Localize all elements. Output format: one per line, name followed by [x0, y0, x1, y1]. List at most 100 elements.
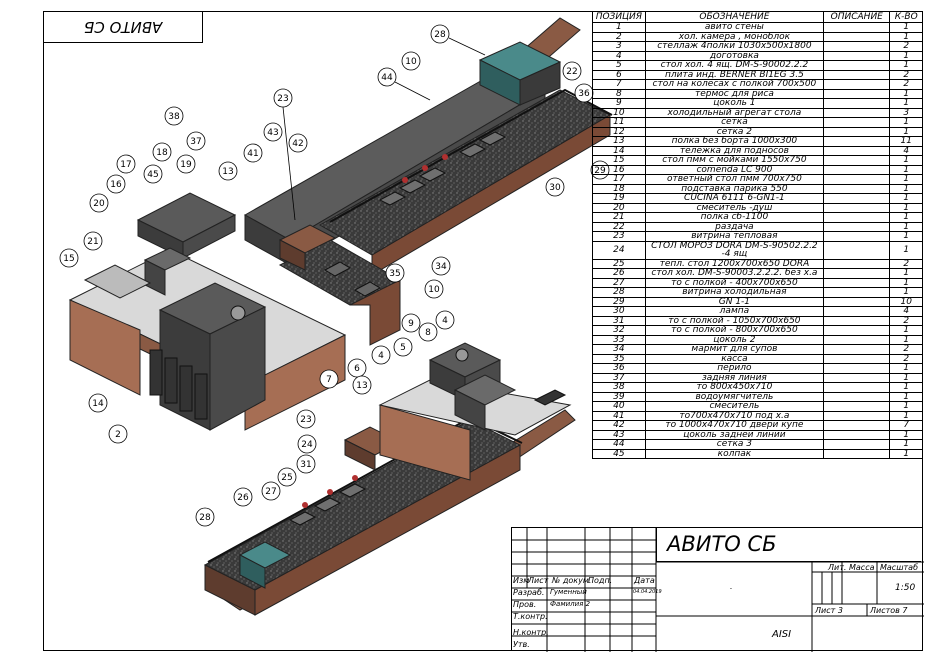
svg-text:27: 27 — [265, 487, 276, 497]
spec-designation: то 1000х470х710 двери купе — [644, 420, 825, 431]
callout: 28 — [195, 507, 215, 527]
spec-qty: 1 — [889, 363, 923, 374]
spec-qty: 2 — [889, 344, 923, 355]
svg-text:41: 41 — [247, 149, 258, 159]
spec-description — [823, 420, 891, 431]
spec-header-description: ОПИСАНИЕ — [823, 11, 891, 23]
spec-description — [823, 193, 891, 204]
mass-label: Масса — [849, 563, 875, 572]
spec-position: 24 — [592, 240, 646, 260]
spec-qty: 1 — [889, 231, 923, 242]
svg-text:28: 28 — [199, 513, 211, 523]
scale-label: Масштаб — [880, 563, 919, 572]
spec-description — [823, 174, 891, 185]
callout: 5 — [393, 337, 413, 357]
svg-text:14: 14 — [92, 399, 104, 409]
upper-kitchen-wall-right — [244, 334, 346, 431]
callout: 21 — [83, 231, 103, 251]
spec-description — [823, 145, 891, 156]
spec-description — [823, 202, 891, 213]
spec-qty: 1 — [889, 60, 923, 71]
callout: 37 — [186, 131, 206, 151]
spec-description — [823, 439, 891, 450]
spec-description — [823, 410, 891, 421]
title-block: АВИТО СБ Изм Лист № докум. Подп. Дата Ра… — [511, 527, 924, 652]
spec-description — [823, 117, 891, 128]
callouts: 28 22 44 10 36 23 38 43 42 37 41 13 17 1… — [59, 24, 610, 527]
spec-position: 34 — [592, 344, 646, 355]
callout: 30 — [545, 177, 565, 197]
spec-description — [823, 31, 891, 42]
lower-gn-inserts — [288, 483, 367, 526]
spec-description — [823, 363, 891, 374]
lower-lamps — [302, 475, 358, 508]
scale-value: 1:50 — [895, 583, 916, 593]
svg-text:21: 21 — [87, 237, 98, 247]
svg-text:18: 18 — [156, 148, 168, 158]
callout: 6 — [347, 358, 367, 378]
spec-description — [823, 88, 891, 99]
spec-designation: смеситель — [644, 401, 825, 412]
spec-designation: витрина тепловая — [644, 231, 825, 242]
callout: 24 — [297, 434, 317, 454]
spec-designation: сетка — [644, 117, 825, 128]
spec-description — [823, 315, 891, 326]
spec-position: 3 — [592, 41, 646, 52]
svg-text:17: 17 — [120, 160, 131, 170]
spec-description — [823, 69, 891, 80]
spec-qty: 1 — [889, 268, 923, 279]
spec-position: 13 — [592, 136, 646, 147]
spec-designation: цоколь 1 — [644, 98, 825, 109]
spec-position: 7 — [592, 79, 646, 90]
spec-position: 23 — [592, 231, 646, 242]
callout: 10 — [401, 51, 421, 71]
spec-description — [823, 325, 891, 336]
lower-counter-left-face — [204, 564, 256, 616]
spec-position: 19 — [592, 193, 646, 204]
spec-qty: 1 — [889, 193, 923, 204]
svg-text:8: 8 — [425, 328, 431, 338]
svg-text:4: 4 — [442, 316, 448, 326]
callout: 22 — [562, 61, 582, 81]
spec-designation: лампа — [644, 306, 825, 317]
callout: 25 — [277, 467, 297, 487]
callout: 41 — [243, 143, 263, 163]
spec-description — [823, 391, 891, 402]
spec-description — [823, 155, 891, 166]
spec-description — [823, 306, 891, 317]
upper-lamps — [402, 154, 448, 183]
spec-designation: полка без борта 1000х300 — [644, 136, 825, 147]
callout: 38 — [164, 106, 184, 126]
svg-text:16: 16 — [110, 180, 122, 190]
spec-position: 45 — [592, 448, 646, 459]
spec-header-position: ПОЗИЦИЯ — [592, 11, 646, 23]
svg-text:43: 43 — [267, 128, 278, 138]
upper-soup-counter-face — [349, 279, 401, 346]
svg-text:31: 31 — [300, 460, 311, 470]
col-label-sign: Подп. — [588, 576, 613, 585]
callout: 44 — [377, 67, 431, 101]
spec-qty: 2 — [889, 79, 923, 90]
spec-designation: то с полкой - 800х700х650 — [644, 325, 825, 336]
spec-description — [823, 22, 891, 33]
spec-position: 26 — [592, 268, 646, 279]
svg-text:28: 28 — [434, 30, 446, 40]
svg-text:15: 15 — [63, 254, 74, 264]
drawing-frame — [43, 11, 923, 651]
spec-description — [823, 382, 891, 393]
spec-header-row: ПОЗИЦИЯ ОБОЗНАЧЕНИЕ ОПИСАНИЕ К-ВО — [592, 11, 923, 23]
role-checker: Пров. — [513, 600, 537, 609]
